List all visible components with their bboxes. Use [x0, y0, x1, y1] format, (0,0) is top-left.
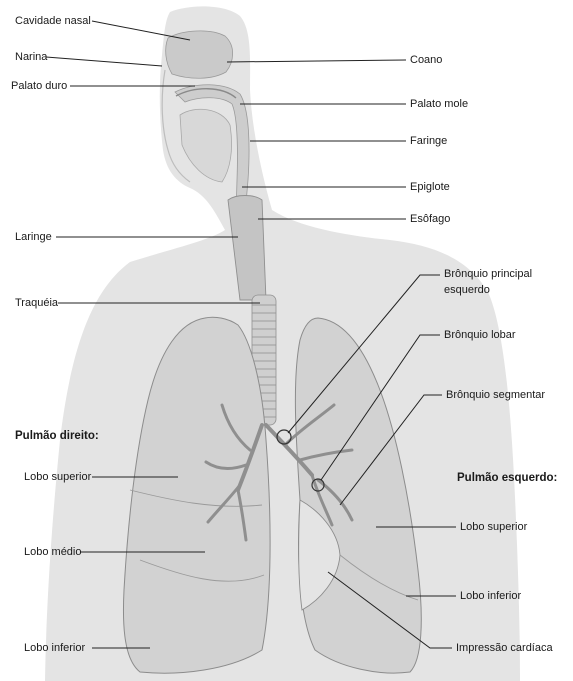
- label-palato-duro: Palato duro: [11, 80, 67, 93]
- label-lobo-inferior-esq: Lobo inferior: [460, 590, 521, 603]
- leader-coano: [227, 60, 406, 62]
- label-esofago: Esôfago: [410, 213, 450, 226]
- label-pulmao-esquerdo: Pulmão esquerdo:: [457, 472, 557, 485]
- leader-narina: [46, 57, 162, 66]
- label-lobo-inferior-dir: Lobo inferior: [24, 642, 85, 655]
- label-bronquio-segmentar: Brônquio segmentar: [446, 389, 545, 402]
- label-lobo-superior-dir: Lobo superior: [24, 471, 91, 484]
- label-laringe: Laringe: [15, 231, 52, 244]
- label-bronquio-principal-2: esquerdo: [444, 284, 490, 297]
- label-cavidade-nasal: Cavidade nasal: [15, 15, 91, 28]
- label-traqueia: Traquéia: [15, 297, 58, 310]
- label-bronquio-principal-1: Brônquio principal: [444, 268, 532, 281]
- label-bronquio-lobar: Brônquio lobar: [444, 329, 516, 342]
- label-impressao-cardiaca: Impressão cardíaca: [456, 642, 553, 655]
- label-pulmao-direito: Pulmão direito:: [15, 430, 99, 443]
- label-coano: Coano: [410, 54, 442, 67]
- nasal-cavity: [166, 31, 233, 78]
- label-lobo-superior-esq: Lobo superior: [460, 521, 527, 534]
- label-narina: Narina: [15, 51, 47, 64]
- label-epiglote: Epiglote: [410, 181, 450, 194]
- label-faringe: Faringe: [410, 135, 447, 148]
- label-palato-mole: Palato mole: [410, 98, 468, 111]
- label-lobo-medio: Lobo médio: [24, 546, 82, 559]
